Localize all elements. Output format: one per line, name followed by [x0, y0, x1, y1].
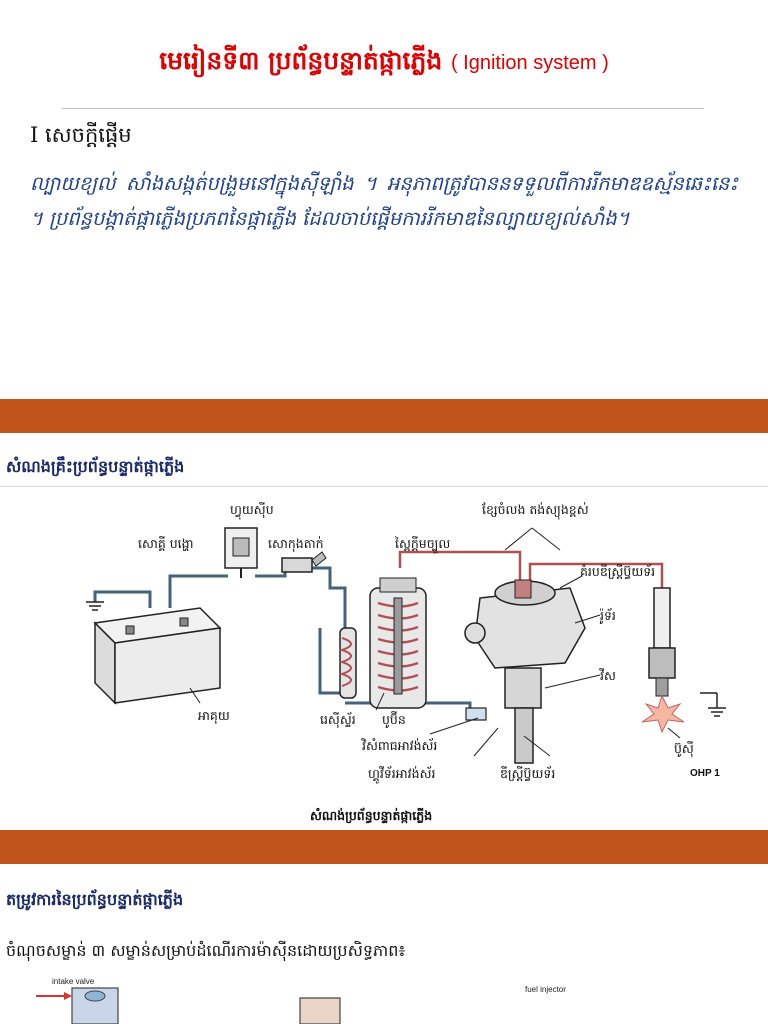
ignition-coil-icon	[369, 577, 427, 709]
label-cam: វីស	[599, 668, 616, 683]
label-ohp: OHP 1	[690, 768, 720, 779]
label-switch-text: សោគ្គី បង្ហោ	[138, 536, 194, 552]
label-rotor: រ៉ូទ័រ	[599, 607, 616, 624]
diagram-heading: សំណងគ្រឹះប្រព័ន្ធបន្ទាត់ផ្កាភ្លើង	[6, 457, 185, 476]
ground-symbol-left	[86, 601, 104, 611]
label-governor-advancer: ហ្គូវីទ័រអាវង់ស័រ	[368, 765, 435, 784]
requirements-heading: តម្រូវការនៃប្រព័ន្ធបន្ទាត់ផ្កាភ្លើង	[6, 890, 184, 909]
label-high-voltage-wire: ខ្សែចំលង តង់ស្យុងខ្ពស់	[482, 502, 589, 520]
label-vacuum-advancer: វិសំពាធអាវង់ស័រ	[361, 737, 437, 753]
label-coil-top: ស្ពៃក្តីមច្បួល	[394, 536, 450, 554]
slide-divider-band	[0, 399, 768, 433]
connector-icon	[465, 707, 487, 721]
distributor-icon	[464, 579, 586, 764]
label-distributor: ឌីស្ត្រីប៊្វយទ័រ	[500, 765, 555, 782]
label-spark-plug: ប៊ូស៊ី	[674, 741, 694, 757]
lesson-title: មេរៀនទី៣ ប្រព័ន្ធបន្ទាត់ផ្កាភ្លើង ( Igni…	[0, 46, 768, 82]
intake-arrow-head	[64, 992, 72, 1000]
label-fuse: ហ្វុយស៊ីប	[230, 502, 274, 520]
label-resistor: រេស៊ីស្ទ័រ	[320, 711, 356, 728]
label-rotor-cap: គំរបឌីស្ត្រីប៊្វយទ័រ	[580, 563, 655, 580]
diagram-caption: សំណង់ប្រព័ន្ធបន្ទាត់ផ្កាភ្លើង	[310, 807, 432, 824]
lesson-title-khmer: មេរៀនទី៣ ប្រព័ន្ធបន្ទាត់ផ្កាភ្លើង	[159, 46, 443, 75]
requirements-text: ចំណុចសម្ខាន់ ៣ សម្ខាន់សម្រាប់ដំណើរការម៉ា…	[6, 941, 406, 960]
spark-plug-icon	[641, 587, 685, 734]
high-voltage-wiring	[398, 550, 664, 588]
label-intake-valve: intake valve	[52, 977, 95, 986]
slide-divider-band-2	[0, 830, 768, 864]
fuse-icon	[224, 527, 258, 578]
battery-icon	[93, 607, 222, 705]
ignition-system-diagram: ហ្វុយស៊ីប សោគ្គី បង្ហោ សោកុងតាក់ ខ្សែចំល…	[86, 502, 726, 824]
ground-symbol-right	[700, 692, 726, 717]
resistor-icon	[338, 627, 357, 699]
label-battery: អាគុយ	[198, 708, 230, 724]
cylinder-icon-2	[299, 997, 341, 1024]
lesson-title-english: ( Ignition system )	[450, 52, 609, 74]
engine-illustrations: intake valve fuel injector	[36, 977, 566, 1024]
section-heading-introduction: I សេចក្តីផ្តើម	[30, 123, 132, 147]
slide-introduction: មេរៀនទី៣ ប្រព័ន្ធបន្ទាត់ផ្កាភ្លើង ( Igni…	[0, 0, 768, 400]
ignition-switch-icon	[281, 551, 327, 573]
heading-divider	[0, 486, 768, 487]
label-coil: បូប៊ីន	[382, 711, 406, 728]
title-divider	[62, 108, 704, 109]
label-fuel-injector: fuel injector	[525, 985, 566, 994]
label-leader-lines	[189, 527, 681, 757]
introduction-paragraph: ល្បាយខ្យល់ សាំងសង្កត់បង្រួមនៅក្នុងស៊ីឡាំ…	[30, 172, 738, 230]
intake-mixture-icon	[84, 990, 106, 1002]
label-resistor-box: សោកុងតាក់	[268, 536, 324, 552]
